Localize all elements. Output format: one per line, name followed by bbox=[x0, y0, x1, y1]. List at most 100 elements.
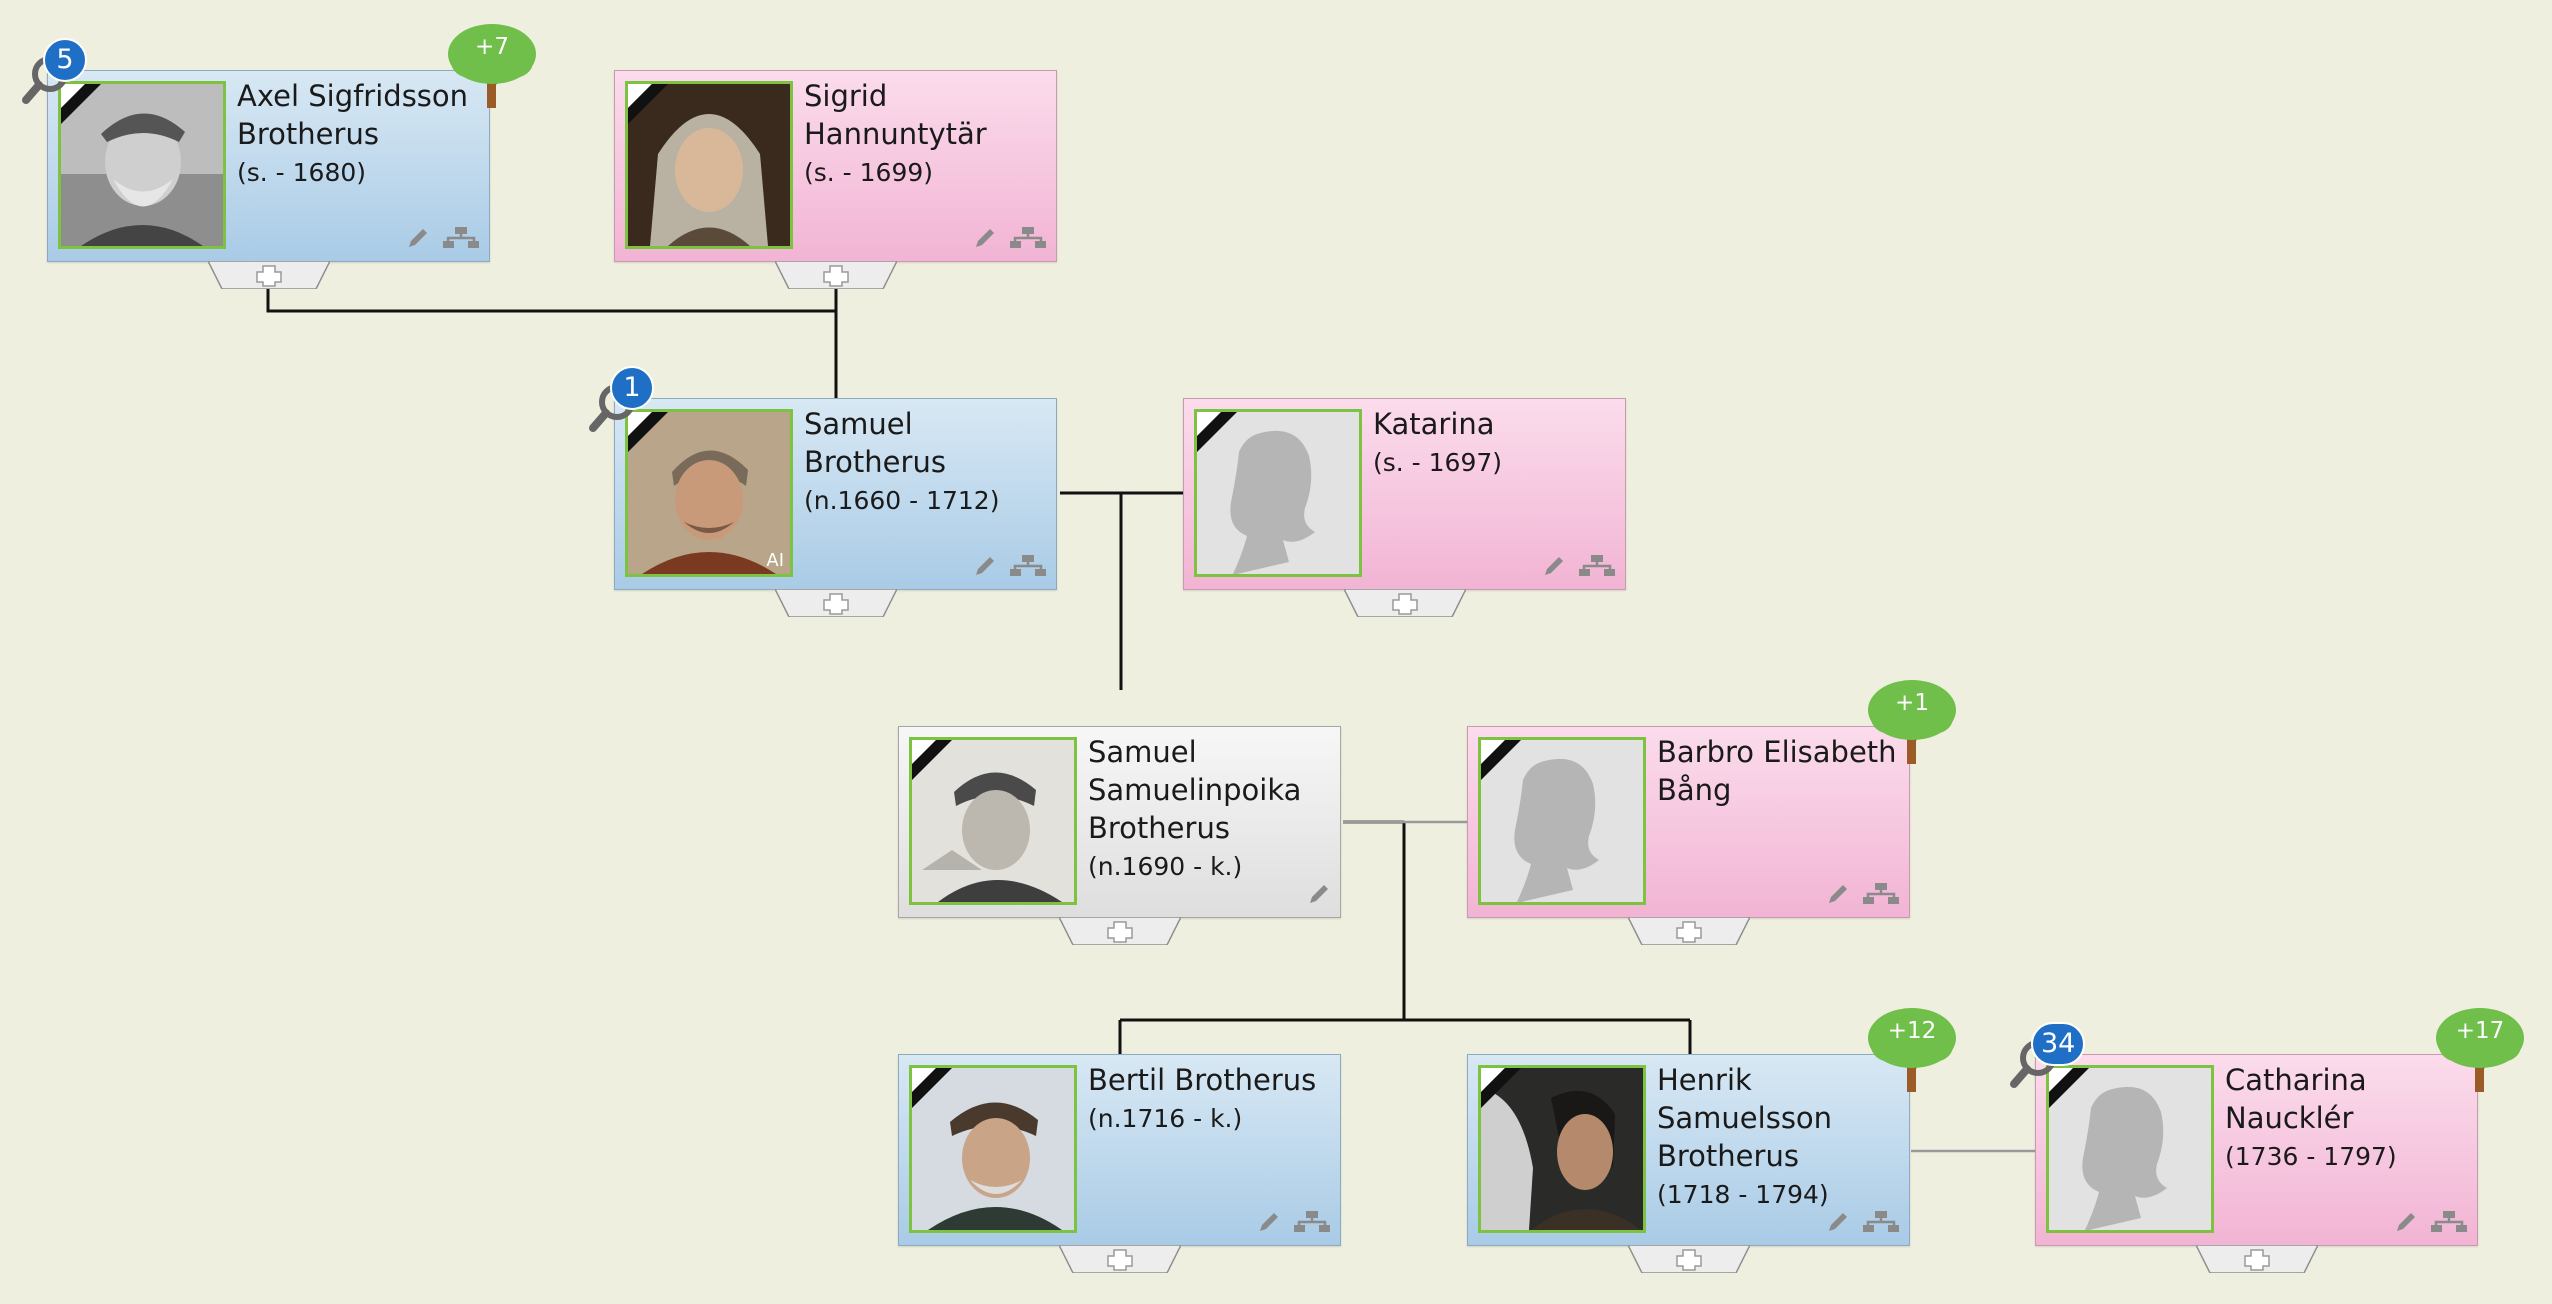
ai-generated-label: AI bbox=[766, 550, 784, 571]
person-name[interactable]: Bertil Brotherus (n.1716 - k.) bbox=[1088, 1061, 1338, 1139]
person-name[interactable]: Catharina Naucklér (1736 - 1797) bbox=[2225, 1061, 2475, 1177]
mourning-ribbon-icon bbox=[628, 84, 668, 124]
add-relative-button[interactable] bbox=[208, 261, 330, 289]
add-relative-button[interactable] bbox=[1059, 917, 1181, 945]
family-tree-icon[interactable] bbox=[1861, 1209, 1901, 1235]
life-dates: (s. - 1697) bbox=[1373, 448, 1503, 477]
female-silhouette-icon bbox=[1481, 740, 1643, 902]
pencil-icon[interactable] bbox=[2393, 1209, 2419, 1235]
family-tree-icon[interactable] bbox=[1292, 1209, 1332, 1235]
female-silhouette-icon bbox=[2049, 1068, 2211, 1230]
name-line-1: Bertil Brotherus bbox=[1088, 1063, 1317, 1097]
person-name[interactable]: Barbro Elisabeth Bång bbox=[1657, 733, 1907, 809]
person-card-samuel[interactable]: AI Samuel Brotherus (n.1660 - 1712) bbox=[614, 398, 1057, 617]
tree-icon bbox=[1868, 680, 1956, 764]
pencil-icon[interactable] bbox=[1825, 881, 1851, 907]
search-count: 1 bbox=[610, 366, 654, 410]
person-photo[interactable] bbox=[625, 81, 793, 249]
family-tree-icon[interactable] bbox=[441, 225, 481, 251]
person-card-barbro[interactable]: Barbro Elisabeth Bång bbox=[1467, 726, 1910, 945]
person-name[interactable]: Henrik Samuelsson Brotherus (1718 - 1794… bbox=[1657, 1061, 1907, 1215]
pencil-icon[interactable] bbox=[972, 553, 998, 579]
name-line-2: Samuelinpoika bbox=[1088, 773, 1302, 807]
name-line-1: Sigrid bbox=[804, 79, 888, 113]
name-line-2: Hannuntytär bbox=[804, 117, 987, 151]
mourning-ribbon-icon bbox=[912, 1068, 952, 1108]
name-line-3: Brotherus bbox=[1088, 811, 1230, 845]
person-name[interactable]: Samuel Samuelinpoika Brotherus (n.1690 -… bbox=[1088, 733, 1338, 887]
tree-matches-badge[interactable]: +1 bbox=[1867, 676, 1957, 766]
tree-matches-badge[interactable]: +12 bbox=[1867, 1004, 1957, 1094]
person-photo[interactable] bbox=[1478, 1065, 1646, 1233]
person-name[interactable]: Samuel Brotherus (n.1660 - 1712) bbox=[804, 405, 1054, 521]
add-relative-button[interactable] bbox=[2196, 1245, 2318, 1273]
add-relative-button[interactable] bbox=[1059, 1245, 1181, 1273]
mourning-ribbon-icon bbox=[1197, 412, 1237, 452]
name-line-2: Bång bbox=[1657, 773, 1732, 807]
add-relative-button[interactable] bbox=[1628, 1245, 1750, 1273]
person-card-henrik[interactable]: Henrik Samuelsson Brotherus (1718 - 1794… bbox=[1467, 1054, 1910, 1273]
pencil-icon[interactable] bbox=[972, 225, 998, 251]
portrait-image bbox=[912, 1068, 1074, 1230]
search-matches-badge[interactable]: 34 bbox=[2008, 1022, 2086, 1094]
pencil-icon[interactable] bbox=[1541, 553, 1567, 579]
pencil-icon[interactable] bbox=[1306, 881, 1332, 907]
mourning-ribbon-icon bbox=[912, 740, 952, 780]
tree-count: +7 bbox=[475, 34, 509, 60]
family-tree-icon[interactable] bbox=[1861, 881, 1901, 907]
name-line-1: Samuel bbox=[804, 407, 913, 441]
person-name[interactable]: Katarina (s. - 1697) bbox=[1373, 405, 1623, 483]
person-card-bertil[interactable]: Bertil Brotherus (n.1716 - k.) bbox=[898, 1054, 1341, 1273]
person-photo[interactable] bbox=[2046, 1065, 2214, 1233]
tree-count: +17 bbox=[2455, 1018, 2505, 1044]
female-silhouette-icon bbox=[1197, 412, 1359, 574]
name-line-2: Naucklér bbox=[2225, 1101, 2354, 1135]
person-photo[interactable] bbox=[1194, 409, 1362, 577]
person-card-catharina[interactable]: Catharina Naucklér (1736 - 1797) bbox=[2035, 1054, 2478, 1273]
tree-count: +1 bbox=[1895, 690, 1929, 716]
name-line-3: Brotherus bbox=[1657, 1139, 1799, 1173]
person-card-sigrid[interactable]: Sigrid Hannuntytär (s. - 1699) bbox=[614, 70, 1057, 289]
portrait-image bbox=[61, 84, 223, 246]
pencil-icon[interactable] bbox=[1825, 1209, 1851, 1235]
person-photo[interactable]: AI bbox=[625, 409, 793, 577]
tree-matches-badge[interactable]: +7 bbox=[447, 20, 537, 110]
person-card-samuel-samuelinpoika[interactable]: Samuel Samuelinpoika Brotherus (n.1690 -… bbox=[898, 726, 1341, 945]
mourning-ribbon-icon bbox=[1481, 1068, 1521, 1108]
tree-icon bbox=[448, 24, 536, 108]
family-tree-icon[interactable] bbox=[2429, 1209, 2469, 1235]
family-tree-icon[interactable] bbox=[1577, 553, 1617, 579]
mourning-ribbon-icon bbox=[61, 84, 101, 124]
person-card-katarina[interactable]: Katarina (s. - 1697) bbox=[1183, 398, 1626, 617]
add-relative-button[interactable] bbox=[775, 261, 897, 289]
search-count: 5 bbox=[43, 38, 87, 82]
search-matches-badge[interactable]: 1 bbox=[587, 366, 659, 438]
person-name[interactable]: Sigrid Hannuntytär (s. - 1699) bbox=[804, 77, 1054, 193]
add-relative-button[interactable] bbox=[775, 589, 897, 617]
person-name[interactable]: Axel Sigfridsson Brotherus (s. - 1680) bbox=[237, 77, 487, 193]
portrait-image bbox=[628, 84, 790, 246]
pencil-icon[interactable] bbox=[405, 225, 431, 251]
life-dates: (s. - 1680) bbox=[237, 158, 367, 187]
person-photo[interactable] bbox=[909, 737, 1077, 905]
person-photo[interactable] bbox=[1478, 737, 1646, 905]
name-line-2: Brotherus bbox=[804, 445, 946, 479]
tree-matches-badge[interactable]: +17 bbox=[2435, 1004, 2525, 1094]
life-dates: (s. - 1699) bbox=[804, 158, 934, 187]
family-tree-icon[interactable] bbox=[1008, 553, 1048, 579]
search-matches-badge[interactable]: 5 bbox=[20, 38, 92, 110]
person-card-axel[interactable]: Axel Sigfridsson Brotherus (s. - 1680) bbox=[47, 70, 490, 289]
person-photo[interactable] bbox=[909, 1065, 1077, 1233]
tree-icon bbox=[1868, 1008, 1956, 1092]
name-line-2: Samuelsson bbox=[1657, 1101, 1833, 1135]
add-relative-button[interactable] bbox=[1344, 589, 1466, 617]
person-photo[interactable] bbox=[58, 81, 226, 249]
portrait-image bbox=[912, 740, 1074, 902]
search-count: 34 bbox=[2031, 1022, 2086, 1066]
pencil-icon[interactable] bbox=[1256, 1209, 1282, 1235]
add-relative-button[interactable] bbox=[1628, 917, 1750, 945]
portrait-image bbox=[628, 412, 790, 574]
name-line-1: Katarina bbox=[1373, 407, 1495, 441]
family-tree-icon[interactable] bbox=[1008, 225, 1048, 251]
mourning-ribbon-icon bbox=[1481, 740, 1521, 780]
